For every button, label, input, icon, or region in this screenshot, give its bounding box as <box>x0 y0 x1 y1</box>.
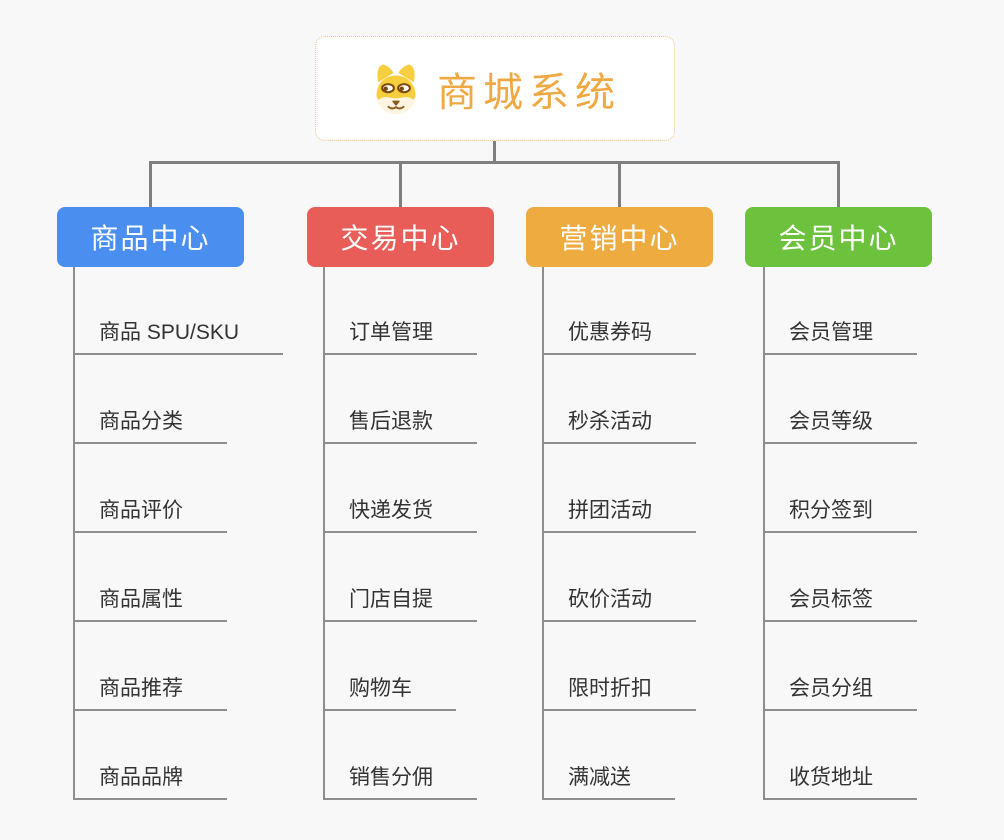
leaf-node-limited-time-discount[interactable]: 限时折扣 <box>544 675 696 711</box>
leaf-node-member-level[interactable]: 会员等级 <box>765 408 917 444</box>
branch-children-product-center: 商品 SPU/SKU 商品分类 商品评价 商品属性 商品推荐 商品品牌 <box>73 267 284 800</box>
leaf-node-coupon-code[interactable]: 优惠券码 <box>544 319 696 355</box>
leaf-node-flash-sale[interactable]: 秒杀活动 <box>544 408 696 444</box>
leaf-node-product-category[interactable]: 商品分类 <box>75 408 227 444</box>
connector-horizontal-rail <box>149 161 840 164</box>
leaf-node-member-group[interactable]: 会员分组 <box>765 675 917 711</box>
branch-node-member-center[interactable]: 会员中心 <box>745 207 932 267</box>
leaf-node-order-management[interactable]: 订单管理 <box>325 319 477 355</box>
leaf-node-points-checkin[interactable]: 积分签到 <box>765 497 917 533</box>
leaf-node-product-brand[interactable]: 商品品牌 <box>75 764 227 800</box>
root-node-mall-system[interactable]: 商城系统 <box>315 36 675 141</box>
leaf-node-bargain-activity[interactable]: 砍价活动 <box>544 586 696 622</box>
leaf-node-product-review[interactable]: 商品评价 <box>75 497 227 533</box>
leaf-node-product-attribute[interactable]: 商品属性 <box>75 586 227 622</box>
connector-root-stub <box>493 141 496 163</box>
leaf-node-spend-and-save[interactable]: 满减送 <box>544 764 675 800</box>
connector-drop-member <box>837 161 840 207</box>
branch-node-trade-center[interactable]: 交易中心 <box>307 207 494 267</box>
connector-drop-trade <box>399 161 402 207</box>
shiba-dog-icon <box>376 64 416 114</box>
leaf-node-member-tag[interactable]: 会员标签 <box>765 586 917 622</box>
branch-node-marketing-center[interactable]: 营销中心 <box>526 207 713 267</box>
leaf-node-member-management[interactable]: 会员管理 <box>765 319 917 355</box>
root-title: 商城系统 <box>437 70 621 115</box>
leaf-node-shopping-cart[interactable]: 购物车 <box>325 675 456 711</box>
connector-drop-marketing <box>618 161 621 207</box>
branch-children-marketing-center: 优惠券码 秒杀活动 拼团活动 砍价活动 限时折扣 满减送 <box>542 267 696 800</box>
leaf-node-shipping-address[interactable]: 收货地址 <box>765 764 917 800</box>
leaf-node-product-recommend[interactable]: 商品推荐 <box>75 675 227 711</box>
leaf-node-express-delivery[interactable]: 快递发货 <box>325 497 477 533</box>
leaf-node-product-spu-sku[interactable]: 商品 SPU/SKU <box>75 319 284 355</box>
leaf-node-store-pickup[interactable]: 门店自提 <box>325 586 477 622</box>
branch-children-member-center: 会员管理 会员等级 积分签到 会员标签 会员分组 收货地址 <box>763 267 917 800</box>
connector-drop-products <box>149 161 152 207</box>
branch-node-product-center[interactable]: 商品中心 <box>57 207 244 267</box>
branch-children-trade-center: 订单管理 售后退款 快递发货 门店自提 购物车 销售分佣 <box>323 267 477 800</box>
leaf-node-after-sale-refund[interactable]: 售后退款 <box>325 408 477 444</box>
leaf-node-group-buying[interactable]: 拼团活动 <box>544 497 696 533</box>
leaf-node-sales-commission[interactable]: 销售分佣 <box>325 764 477 800</box>
